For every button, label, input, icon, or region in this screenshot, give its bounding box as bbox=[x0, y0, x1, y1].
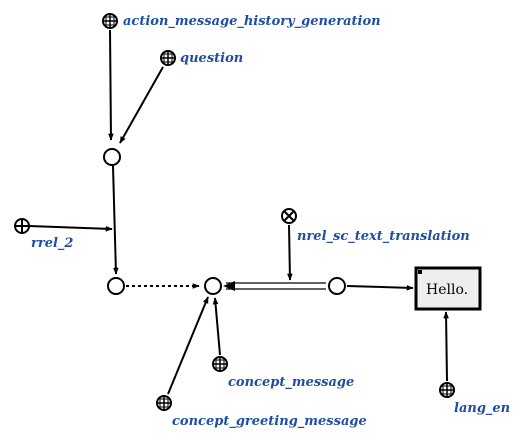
node-concept-message[interactable]: concept_message bbox=[212, 356, 354, 390]
edge-node-d-to-node-c-arrowhead bbox=[223, 281, 235, 291]
edge-node-d-to-link bbox=[346, 285, 414, 291]
constant-node-icon bbox=[156, 395, 172, 411]
node-a[interactable] bbox=[103, 148, 121, 166]
node-question[interactable]: question bbox=[160, 50, 243, 66]
link-box-text: Hello. bbox=[426, 282, 468, 298]
label-action-message-history-generation: action_message_history_generation bbox=[123, 14, 381, 29]
role-relation-icon bbox=[14, 218, 30, 234]
node-rrel-2[interactable]: rrel_2 bbox=[14, 218, 73, 251]
node-concept-greeting-message[interactable]: concept_greeting_message bbox=[156, 395, 367, 429]
constant-node-icon bbox=[160, 50, 176, 66]
label-lang-en: lang_en bbox=[454, 401, 510, 416]
link-node-hello[interactable]: Hello. bbox=[414, 266, 482, 311]
nonrole-relation-icon bbox=[281, 208, 297, 224]
constant-node-icon bbox=[439, 382, 455, 398]
label-nrel-sc-text-translation: nrel_sc_text_translation bbox=[297, 229, 470, 244]
link-box-corner-marker bbox=[418, 270, 422, 274]
label-concept-message: concept_message bbox=[228, 375, 354, 390]
edge-rrel2-attribute bbox=[28, 225, 113, 232]
node-d[interactable] bbox=[328, 277, 346, 295]
edge-concept-message-to-node-c bbox=[212, 297, 221, 356]
node-action-message-history-generation[interactable]: action_message_history_generation bbox=[102, 13, 381, 29]
node-nrel-sc-text-translation[interactable]: nrel_sc_text_translation bbox=[281, 208, 470, 244]
edge-question-to-node-a bbox=[119, 66, 164, 144]
edge-concept-greeting-to-node-c bbox=[167, 296, 209, 395]
edge-node-a-to-node-b bbox=[112, 165, 119, 275]
edge-nrel-attribute bbox=[287, 224, 293, 281]
label-question: question bbox=[180, 51, 243, 66]
edges bbox=[28, 29, 449, 395]
constant-node-icon bbox=[102, 13, 118, 29]
node-lang-en[interactable]: lang_en bbox=[439, 382, 510, 416]
constant-node-icon bbox=[212, 356, 228, 372]
node-b[interactable] bbox=[107, 277, 125, 295]
link-box bbox=[414, 266, 482, 311]
edge-action-to-node-a bbox=[108, 29, 114, 141]
node-c[interactable] bbox=[204, 277, 222, 295]
label-rrel-2: rrel_2 bbox=[31, 236, 73, 251]
label-concept-greeting-message: concept_greeting_message bbox=[172, 414, 367, 429]
edge-lang-en-to-link bbox=[443, 311, 449, 382]
